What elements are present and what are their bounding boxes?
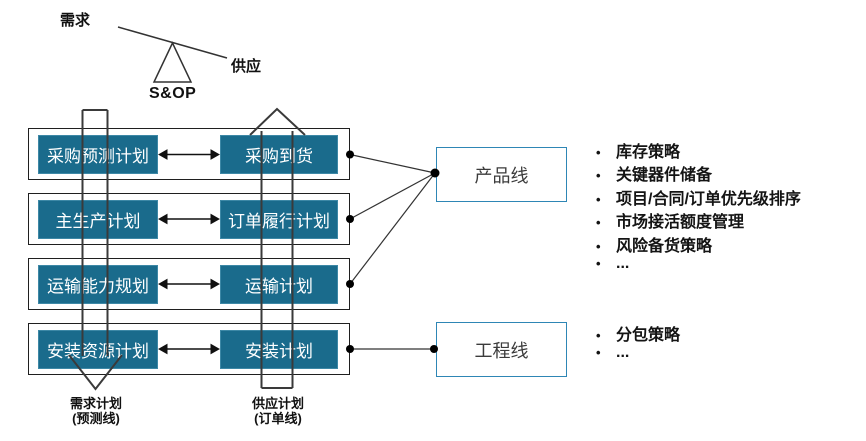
engineering-line-bullet-list: • 分包策略 •... bbox=[590, 321, 680, 368]
plan-box-purchase-arrival: 采购到货 bbox=[220, 135, 338, 174]
flow-label-title: 供应计划 bbox=[251, 396, 304, 411]
list-item: • 项目/合同/订单优先级排序 bbox=[590, 185, 801, 208]
plan-box-order-fulfillment: 订单履行计划 bbox=[220, 200, 338, 239]
flow-label-subtitle: (预测线) bbox=[72, 411, 120, 426]
bullet-icon: • bbox=[596, 255, 601, 271]
demand-label: 需求 bbox=[60, 12, 91, 29]
seesaw-icon bbox=[117, 26, 228, 83]
group-box-product-line: 产品线 bbox=[436, 147, 567, 202]
bullet-icon: • bbox=[596, 145, 601, 160]
plan-box-master-production: 主生产计划 bbox=[38, 200, 158, 239]
bullet-text: 分包策略 bbox=[616, 327, 681, 344]
flow-label-subtitle: (订单线) bbox=[254, 411, 302, 426]
supply-plan-flow-label: 供应计划 (订单线) bbox=[228, 396, 328, 426]
list-item: • 库存策略 bbox=[590, 138, 801, 161]
bullet-icon: • bbox=[596, 215, 601, 231]
list-item: •... bbox=[590, 255, 801, 278]
bullet-icon: • bbox=[596, 191, 601, 207]
bullet-text: 市场接活额度管理 bbox=[616, 214, 745, 232]
bullet-icon: • bbox=[596, 328, 601, 343]
connector-dots bbox=[346, 150, 440, 353]
fulcrum-triangle-icon bbox=[152, 41, 193, 83]
bullet-text: 库存策略 bbox=[616, 144, 681, 161]
plan-box-purchase-forecast: 采购预测计划 bbox=[38, 135, 158, 174]
list-item: • 风险备货策略 bbox=[590, 232, 801, 255]
bullet-icon: • bbox=[596, 345, 601, 361]
list-item: • 关键器件储备 bbox=[590, 161, 801, 184]
supply-label: 供应 bbox=[231, 58, 262, 75]
sop-caption: S&OP bbox=[149, 85, 197, 102]
bullet-icon: • bbox=[596, 168, 601, 184]
demand-plan-flow-label: 需求计划 (预测线) bbox=[46, 396, 146, 426]
bullet-text: ... bbox=[616, 254, 630, 272]
bullet-text: 关键器件储备 bbox=[616, 167, 713, 185]
list-item: • 分包策略 bbox=[590, 321, 680, 344]
plan-box-install-plan: 安装计划 bbox=[220, 330, 338, 369]
group-box-engineering-line: 工程线 bbox=[436, 322, 567, 377]
product-line-bullet-list: • 库存策略 • 关键器件储备 • 项目/合同/订单优先级排序 • 市场接活额度管理 •… bbox=[590, 138, 801, 278]
flow-label-title: 需求计划 bbox=[69, 396, 122, 411]
bullet-text: 风险备货策略 bbox=[616, 237, 713, 255]
bullet-icon: • bbox=[596, 238, 601, 254]
plan-box-transport-capacity: 运输能力规划 bbox=[38, 265, 158, 304]
plan-box-install-resource: 安装资源计划 bbox=[38, 330, 158, 369]
list-item: • 市场接活额度管理 bbox=[590, 208, 801, 231]
bullet-text: 项目/合同/订单优先级排序 bbox=[616, 190, 801, 208]
product-line-connectors bbox=[349, 153, 436, 285]
plan-box-transport-plan: 运输计划 bbox=[220, 265, 338, 304]
bullet-text: ... bbox=[616, 344, 630, 362]
list-item: •... bbox=[590, 344, 680, 367]
